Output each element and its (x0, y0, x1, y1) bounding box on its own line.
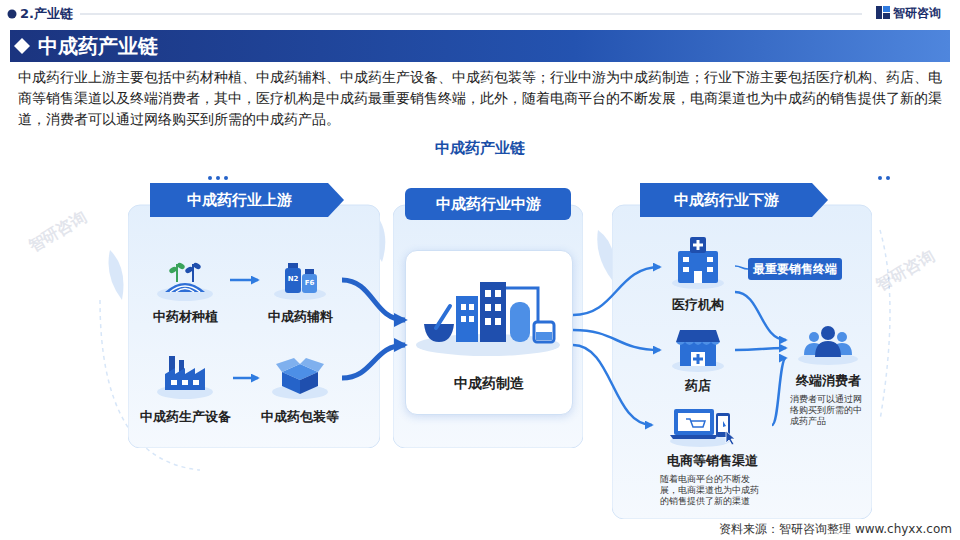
flow-connector (573, 345, 652, 425)
brand-name: 智研咨询 (893, 4, 959, 22)
channel-box: 药店 (660, 325, 735, 395)
package-icon (272, 358, 328, 399)
diagram-title: 中成药产业链 (380, 138, 580, 158)
stage-panel: 中成药行业上游中药材种植 中成药辅料中成药生产设备 中成药包装等 (128, 183, 380, 448)
section-title: 中成药产业链 (38, 30, 438, 62)
process-box: 中药材种植 (140, 252, 230, 332)
channel-box: 医疗机构 (660, 242, 735, 317)
node-label: 中药材种植 (140, 308, 230, 326)
intro-paragraph: 中成药行业上游主要包括中药材种植、中成药辅料、中成药生产设备、中成药包装等；行业… (18, 67, 948, 130)
process-box: 中成药包装等 (258, 350, 342, 432)
node-label: 中成药行业中游 (405, 188, 571, 220)
node-label: 中成药辅料 (258, 308, 342, 326)
manufacturing-icon (416, 282, 560, 356)
header-arrow (150, 183, 344, 217)
flow-connector (573, 267, 660, 315)
flow-connector (735, 266, 748, 269)
header-rule (80, 14, 862, 15)
flow-connector (573, 330, 660, 350)
process-box: 中成药辅料 (258, 252, 342, 332)
flow-connector (735, 292, 786, 340)
node-note: 消费者可以通过网络购买到所需的中成药产品 (790, 394, 866, 427)
flow-connector (230, 279, 258, 282)
flow-connector (342, 280, 405, 320)
bullet-dot (8, 10, 17, 19)
header-dots (208, 176, 890, 180)
flow-connector (735, 348, 786, 350)
node-label: 中成药行业上游 (150, 183, 328, 217)
panel-body (128, 205, 380, 448)
dash-decor (880, 230, 890, 420)
process-box: 中成药生产设备 (137, 350, 233, 432)
process-box: 中成药制造 (405, 250, 573, 415)
flow-connector (342, 345, 405, 378)
stage-panel: 中成药行业中游中成药制造 (393, 183, 583, 448)
callout-box: 最重要销售终端 (748, 258, 842, 280)
flow-connector (772, 358, 786, 425)
panel-body (612, 205, 872, 519)
node-label: 药店 (660, 377, 735, 395)
node-note: 随着电商平台的不断发展，电商渠道也为中成药的销售提供了新的渠道 (660, 474, 760, 507)
node-label: 中成药制造 (406, 373, 572, 393)
channel-box: 电商等销售渠道随着电商平台的不断发展，电商渠道也为中成药的销售提供了新的渠道 (652, 400, 772, 513)
factory-icon (157, 356, 213, 399)
bottle-icon (274, 263, 326, 300)
source-note: 资料来源：智研咨询整理 www.chyxx.com (600, 521, 952, 537)
node-label: 终端消费者 (786, 372, 870, 390)
header-arrow (640, 183, 828, 217)
title-band (10, 30, 950, 62)
diamond-mark (14, 38, 30, 54)
planting-icon (157, 262, 213, 301)
flow-connector (233, 377, 258, 380)
panel-body (393, 205, 583, 448)
node-label: 电商等销售渠道 (652, 452, 772, 470)
consumer-box: 终端消费者消费者可以通过网络购买到所需的中成药产品 (786, 320, 870, 435)
ecommerce-icon (670, 409, 735, 447)
hospital-icon (672, 237, 724, 289)
logo-icon (876, 6, 890, 19)
consumer-icon (798, 326, 858, 365)
node-label: 中成药生产设备 (137, 408, 233, 426)
header-box (405, 188, 571, 220)
node-label: 中成药包装等 (258, 408, 342, 426)
store-icon (672, 330, 724, 372)
watermark: 智研咨询 (873, 235, 957, 295)
node-label: 中成药行业下游 (640, 183, 812, 217)
node-label: 最重要销售终端 (748, 258, 842, 280)
watermark: 智研咨询 (25, 194, 113, 256)
section-number: 2.产业链 (20, 5, 120, 23)
node-label: 医疗机构 (660, 296, 735, 314)
